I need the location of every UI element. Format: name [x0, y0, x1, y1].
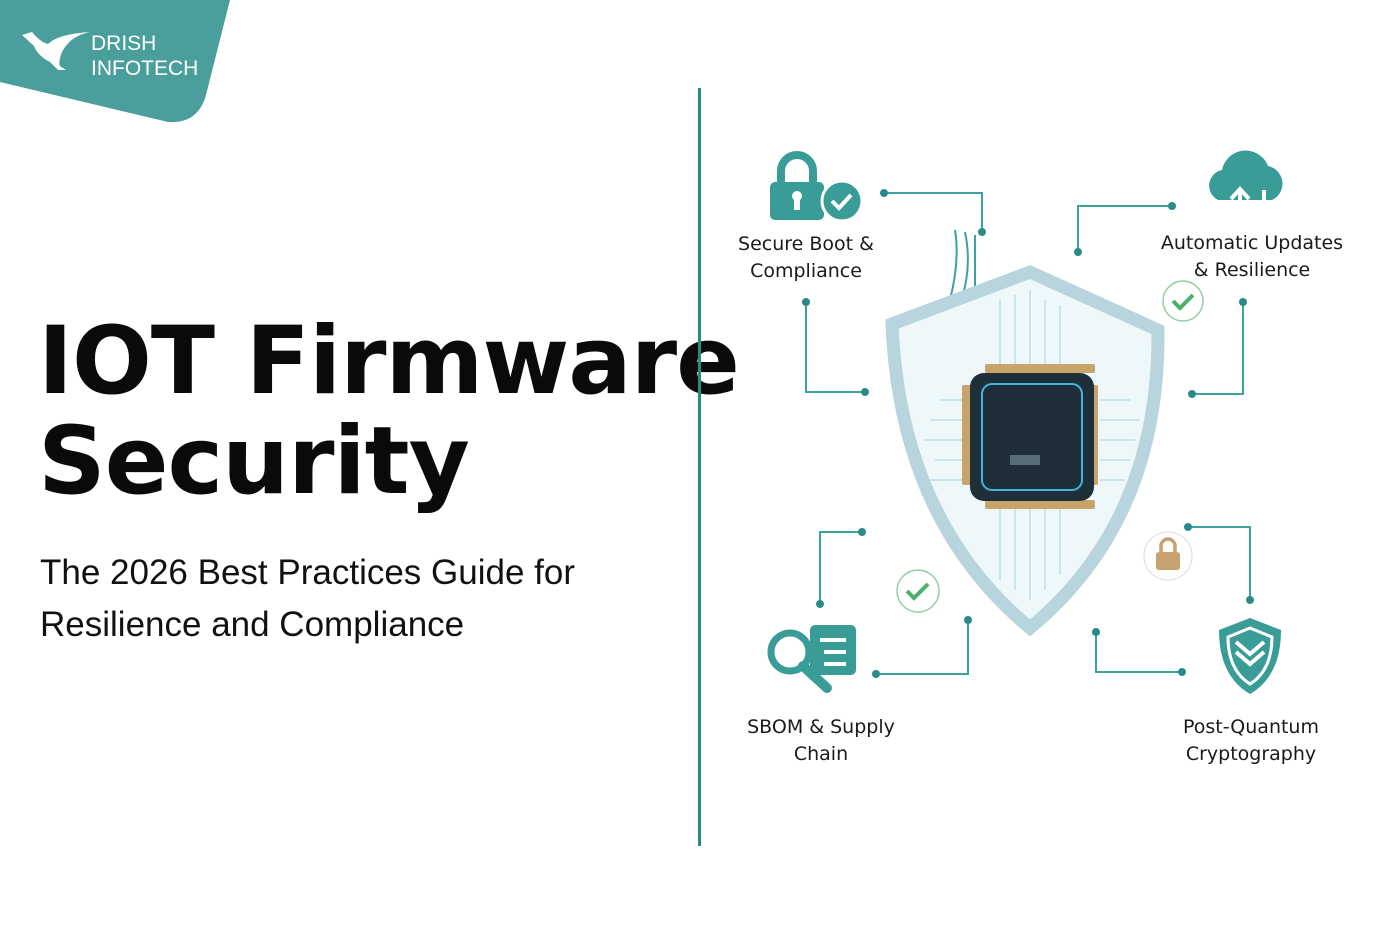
- feature-label-line1: Automatic Updates: [1160, 232, 1344, 254]
- feature-label-line2: Compliance: [750, 260, 862, 282]
- feature-label-line2: & Resilience: [1193, 259, 1311, 281]
- cloud-sync-icon: [1209, 150, 1283, 218]
- bird-icon: [22, 32, 90, 70]
- feature-label-line1: Secure Boot &: [738, 233, 874, 255]
- feature-label-automatic-updates: Automatic Updates & Resilience: [1132, 230, 1372, 284]
- vertical-divider: [698, 88, 701, 846]
- feature-label-secure-boot: Secure Boot & Compliance: [686, 231, 926, 285]
- headline-line2: Security: [38, 407, 470, 516]
- connector-dots: [802, 189, 1254, 678]
- iot-security-diagram: [767, 150, 1283, 694]
- shield-graphic: [885, 264, 1165, 637]
- small-lock-icon: [1143, 531, 1193, 581]
- brand-name-line1: DRISH: [91, 32, 157, 55]
- document-search-icon: [767, 625, 856, 693]
- headline-line1: IOT Firmware: [38, 307, 740, 416]
- subtitle-line2: Resilience and Compliance: [40, 605, 465, 644]
- feature-label-line1: Post-Quantum: [1183, 716, 1319, 738]
- chip: [970, 373, 1094, 501]
- brand-name-line2: INFOTECH: [91, 57, 199, 80]
- brand-logo: [0, 0, 230, 123]
- padlock-check-icon: [770, 151, 864, 223]
- feature-label-post-quantum: Post-Quantum Cryptography: [1131, 714, 1371, 768]
- feature-label-line2: Cryptography: [1185, 743, 1317, 765]
- shield-check-icon: [1219, 618, 1281, 694]
- feature-label-sbom: SBOM & Supply Chain: [701, 714, 941, 768]
- feature-label-line2: Chain: [793, 743, 849, 765]
- subtitle-line1: The 2026 Best Practices Guide for: [40, 553, 575, 592]
- check-badge-icon: [896, 280, 1204, 613]
- feature-label-line1: SBOM & Supply: [747, 716, 895, 738]
